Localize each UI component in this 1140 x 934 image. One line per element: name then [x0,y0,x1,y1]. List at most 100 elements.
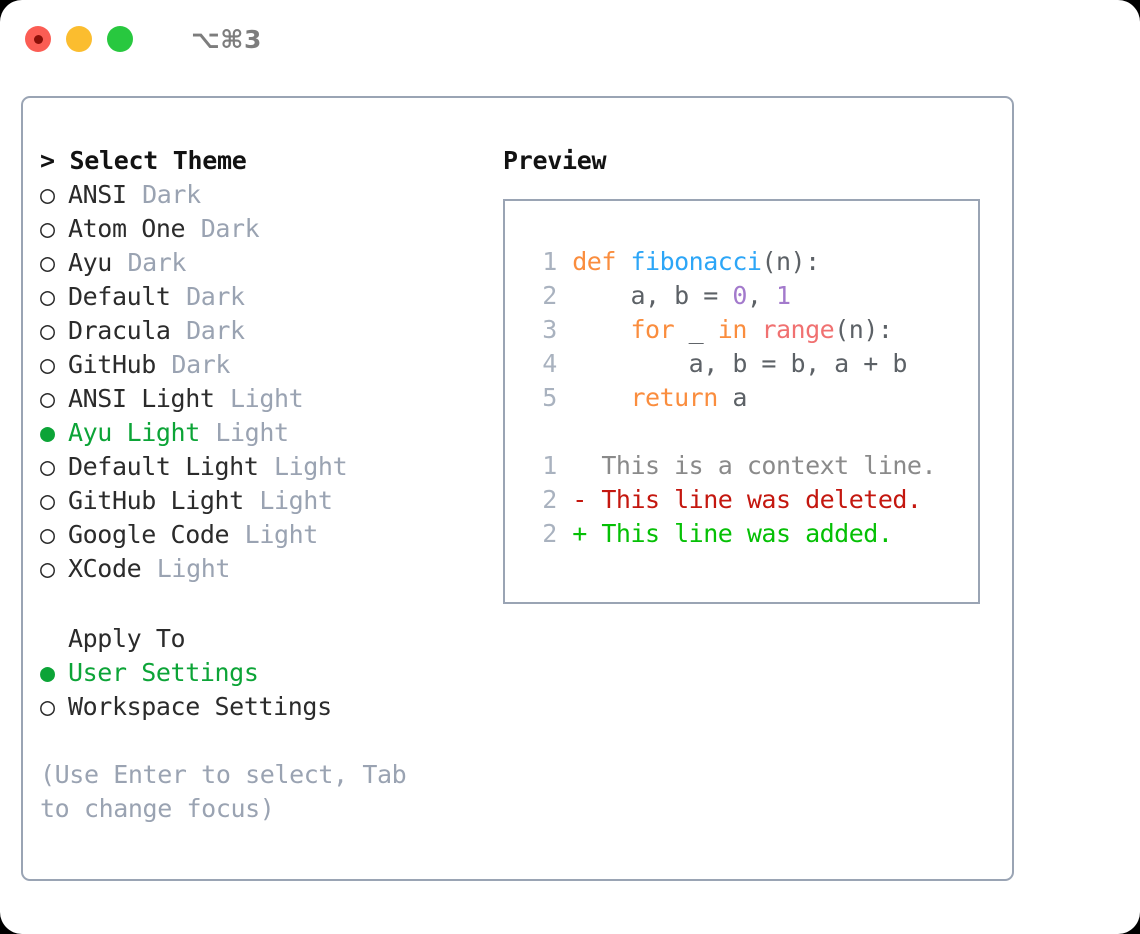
theme-option-label: Dracula [68,316,171,345]
radio-unselected-icon: ○ [40,384,55,413]
radio-unselected-icon: ○ [40,350,55,379]
theme-option-tag: Dark [127,248,187,277]
theme-option-label: Ayu [68,248,112,277]
radio-unselected-icon: ○ [40,248,55,277]
theme-option-tag: Dark [171,350,231,379]
radio-unselected-icon: ○ [40,486,55,515]
select-theme-heading: > Select Theme [40,146,247,175]
theme-option[interactable]: ○ Atom One Dark [40,212,485,246]
theme-option-label: Atom One [68,214,186,243]
code-line-number: 4 [542,349,557,378]
theme-option-label: GitHub [68,350,156,379]
code-token: fibonacci [630,247,762,276]
radio-unselected-icon: ○ [40,180,55,209]
close-button[interactable] [25,26,51,52]
radio-unselected-icon: ○ [40,692,55,721]
apply-to-heading: Apply To [40,622,485,656]
code-token: for [630,315,675,344]
code-token: 1 [776,281,791,310]
code-line: 5 return a [523,381,978,415]
keyboard-hint: (Use Enter to select, Tab to change focu… [40,760,421,823]
code-token: range [761,315,835,344]
theme-option[interactable]: ○ Ayu Dark [40,246,485,280]
theme-option-label: GitHub Light [68,486,244,515]
theme-option-label: Default Light [68,452,259,481]
theme-option-tag: Light [230,384,304,413]
code-token [572,315,630,344]
code-token: def [572,247,631,276]
radio-unselected-icon: ○ [40,214,55,243]
diff-line-text: - This line was deleted. [572,485,922,514]
apply-to-option-label: Workspace Settings [68,692,332,721]
code-token: 0 [732,281,747,310]
code-token: a, b = [572,281,733,310]
code-token [572,383,630,412]
code-token: (n): [834,315,893,344]
code-token: _ [674,315,718,344]
preview-heading: Preview [503,146,607,175]
maximize-button[interactable] [107,26,133,52]
window-titlebar: ⌥⌘3 [0,0,1140,78]
theme-option-tag: Light [215,418,289,447]
theme-option[interactable]: ○ GitHub Dark [40,348,485,382]
radio-unselected-icon: ○ [40,520,55,549]
diff-line: 2 - This line was deleted. [523,483,978,517]
theme-option[interactable]: ○ GitHub Light Light [40,484,485,518]
code-line: 2 a, b = 0, 1 [523,279,978,313]
radio-selected-icon: ● [40,658,55,687]
code-line-number: 2 [542,281,557,310]
apply-to-option[interactable]: ○ Workspace Settings [40,690,485,724]
code-token: (n): [761,247,820,276]
theme-option-label: ANSI [68,180,127,209]
window-title: ⌥⌘3 [191,24,262,54]
diff-line-text: This is a context line. [572,451,937,480]
apply-to-option[interactable]: ●User Settings [40,656,485,690]
code-line-text: for _ in range(n): [557,313,893,347]
code-diff-spacer [523,415,978,449]
code-line-text: def fibonacci(n): [557,245,820,279]
radio-unselected-icon: ○ [40,282,55,311]
theme-option-tag: Light [244,520,319,549]
theme-option-tag: Light [259,486,333,515]
code-token: a [717,383,747,412]
theme-option-tag: Dark [186,316,245,345]
code-line-text: return a [557,381,747,415]
minimize-button[interactable] [66,26,92,52]
code-token: a, b = b, a + b [572,349,908,378]
radio-unselected-icon: ○ [40,452,55,481]
apply-to-section: Apply To ●User Settings○ Workspace Settin… [40,622,485,724]
code-token [747,315,762,344]
theme-option-label: Ayu Light [68,418,200,447]
theme-option[interactable]: ○ Google Code Light [40,518,485,552]
code-line-number: 3 [542,315,557,344]
code-line: 3 for _ in range(n): [523,313,978,347]
code-line-number: 5 [542,383,557,412]
diff-sample: 1 This is a context line.2- This line wa… [523,449,978,551]
apply-to-list: ●User Settings○ Workspace Settings [40,656,485,724]
diff-line-number: 2 [542,485,557,514]
theme-option-tag: Dark [186,282,245,311]
theme-option-label: XCode [68,554,142,583]
theme-option[interactable]: ○ ANSI Dark [40,178,485,212]
theme-option-label: Google Code [68,520,230,549]
theme-option-tag: Dark [142,180,201,209]
code-token: return [630,383,718,412]
apply-to-heading-gutter [40,622,68,656]
code-token: , [746,281,776,310]
radio-unselected-icon: ○ [40,554,55,583]
code-line-text: a, b = b, a + b [557,347,908,381]
theme-option-tag: Dark [200,214,260,243]
code-line-number: 1 [542,247,557,276]
